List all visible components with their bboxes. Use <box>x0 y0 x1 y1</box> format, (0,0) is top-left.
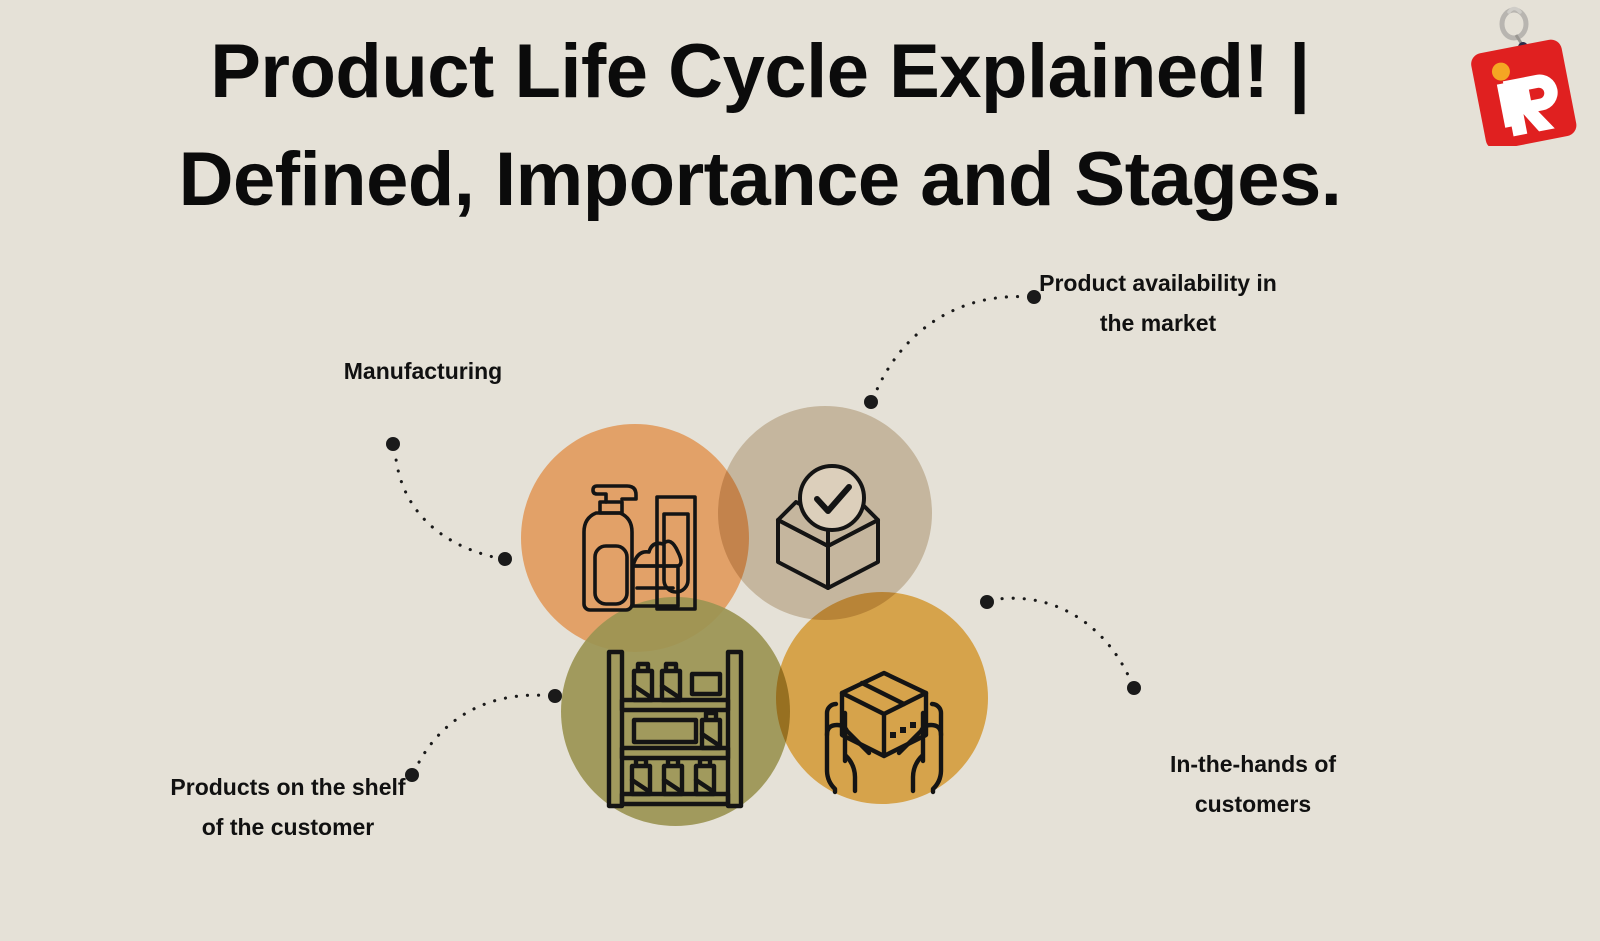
connector-dot-shelf-end <box>548 689 562 703</box>
tag-ring-icon <box>1499 6 1529 41</box>
cosmetic-products-icon <box>565 478 697 618</box>
connector-shelf <box>405 689 562 782</box>
label-availability: Product availability in the market <box>1039 270 1277 336</box>
logo-dot <box>1491 62 1510 81</box>
connector-availability <box>864 290 1041 409</box>
open-box-check-icon <box>766 458 890 603</box>
logo-letter-r <box>1502 74 1558 137</box>
connector-dot-hands-end <box>1127 681 1141 695</box>
page-title-line-1: Product Life Cycle Explained! | <box>210 29 1310 114</box>
page-title: Product Life Cycle Explained! | Defined,… <box>60 18 1460 234</box>
label-manufacturing: Manufacturing <box>343 358 503 384</box>
circle-hands <box>776 592 988 804</box>
label-shelf: Products on the shelf of the customer <box>170 774 406 840</box>
connector-manufacturing <box>386 437 512 566</box>
brand-logo-icon <box>1471 6 1577 150</box>
hands-holding-box-icon <box>814 663 954 801</box>
connector-dot-manufacturing-start <box>386 437 400 451</box>
page-title-line-2: Defined, Importance and Stages. <box>178 136 1342 222</box>
connector-dot-manufacturing-end <box>498 552 512 566</box>
connector-hands <box>980 595 1141 695</box>
connector-dot-hands-start <box>980 595 994 609</box>
connector-dot-availability-start <box>864 395 878 409</box>
brand-logo[interactable] <box>1452 4 1584 150</box>
label-hands: In-the-hands of customers <box>1169 751 1337 817</box>
store-shelf-icon <box>604 648 747 815</box>
